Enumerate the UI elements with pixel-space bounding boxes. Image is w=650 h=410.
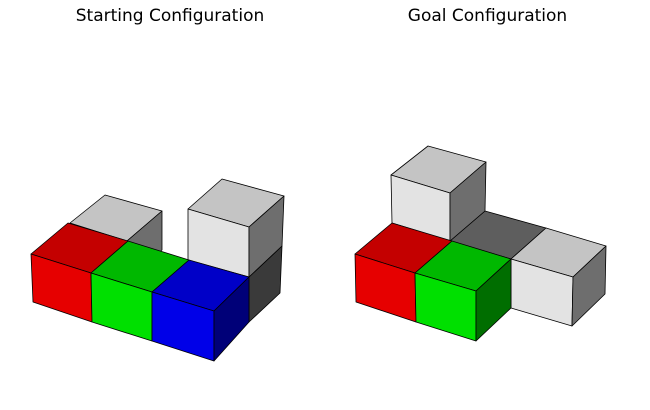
cube-green (90, 240, 190, 342)
goal-scene (354, 145, 607, 342)
cube-white-top-right (449, 161, 487, 242)
cube-white-tall-right (248, 195, 285, 278)
cube-white-top (390, 145, 487, 242)
cube-white-right-right (571, 245, 607, 327)
cube-green (414, 240, 512, 342)
cube-white-tall (187, 178, 285, 278)
cube-blue (151, 259, 250, 362)
start-scene (30, 178, 285, 362)
cube-green-right (475, 258, 512, 342)
start-panel: Starting Configuration (30, 6, 285, 362)
goal-panel: Goal Configuration (325, 0, 650, 410)
cube-red (30, 222, 129, 323)
cube-red (354, 222, 453, 323)
cube-blue-right (213, 276, 250, 362)
start-panel-title: Starting Configuration (75, 6, 265, 26)
goal-panel-title: Goal Configuration (407, 6, 568, 26)
